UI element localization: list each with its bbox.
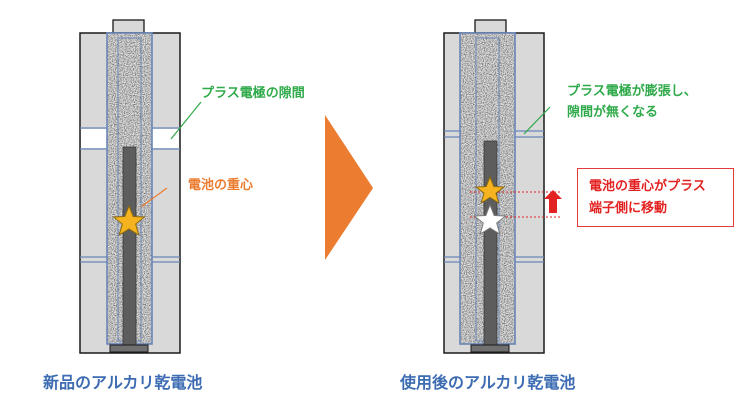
gap-closed-label: プラス電極が膨張し、 隙間が無くなる <box>567 81 697 123</box>
collector-rod-used <box>483 140 498 346</box>
new-battery <box>79 19 202 354</box>
new-battery-caption: 新品のアルカリ乾電池 <box>43 373 203 392</box>
shift-note-label: 電池の重心がプラス 端子側に移動 <box>589 176 706 220</box>
negative-terminal <box>109 344 149 353</box>
shift-note-box <box>577 168 734 227</box>
old-center-star-icon <box>473 203 507 236</box>
collector-rod <box>122 146 137 346</box>
positive-terminal-cap-used <box>474 19 507 34</box>
gap-closed-label-line2: 隙間が無くなる <box>567 105 659 120</box>
gap-leader-line <box>170 101 202 140</box>
used-battery-caption: 使用後のアルカリ乾電池 <box>400 373 576 392</box>
new-center-star-icon <box>474 175 506 205</box>
negative-terminal-used <box>470 344 510 353</box>
gap-leader-line-used <box>523 106 551 135</box>
gap-label: プラス電極の隙間 <box>201 86 305 101</box>
used-battery <box>443 19 562 354</box>
center-leader-line <box>140 187 168 208</box>
gap-closed-label-line1: プラス電極が膨張し、 <box>567 84 697 99</box>
upward-arrow-icon <box>544 190 562 213</box>
right-chevron-arrow-icon <box>325 115 373 260</box>
positive-terminal-cap <box>112 19 145 34</box>
center-label: 電池の重心 <box>188 178 254 193</box>
shift-note-line2: 端子側に移動 <box>589 201 668 216</box>
center-of-gravity-star-icon <box>112 204 146 237</box>
shift-note-line1: 電池の重心がプラス <box>589 179 706 194</box>
